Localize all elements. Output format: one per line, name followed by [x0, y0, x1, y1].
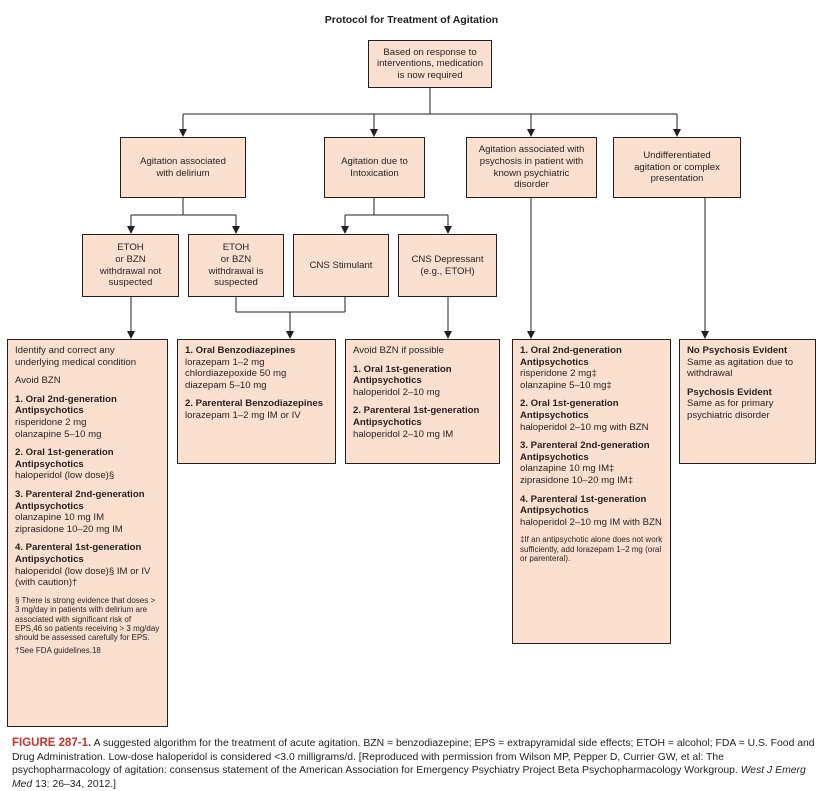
diagram-title: Protocol for Treatment of Agitation — [324, 14, 499, 26]
box1-step2-drug-a: haloperidol (low dose)§ — [15, 470, 115, 482]
box2-step1-heading: 1. Oral Benzodiazepines — [185, 345, 296, 356]
box1-step2-heading: 2. Oral 1st-generation Antipsychotics — [15, 447, 114, 470]
box3-step2-heading: 2. Parenteral 1st-generation Antipsychot… — [353, 405, 480, 428]
box1-step4-drug-a: haloperidol (low dose)§ IM or IV (with c… — [15, 565, 151, 589]
node-withdrawal-suspected: ETOH or BZN withdrawal is suspected — [188, 234, 284, 297]
treatment-box-cns-depressant: Avoid BZN if possible 1. Oral 1st-genera… — [345, 339, 500, 464]
box4-step2-heading: 2. Oral 1st-generation Antipsychotics — [520, 398, 619, 421]
box1-step1-drug-b: olanzapine 5–10 mg — [15, 428, 102, 440]
box2-step2-heading: 2. Parenteral Benzodiazepines — [185, 398, 324, 410]
treatment-box-psychosis: 1. Oral 2nd-generation Antipsychotics ri… — [512, 339, 671, 644]
box4-step3-drug-b: ziprasidone 10–20 mg IM‡ — [520, 474, 634, 486]
box5-no-psychosis-heading: No Psychosis Evident — [687, 345, 788, 356]
node-cns-depressant: CNS Depressant (e.g., ETOH) — [398, 234, 497, 297]
box1-step4-heading: 4. Parenteral 1st-generation Antipsychot… — [15, 542, 142, 565]
node-cns-stimulant: CNS Stimulant — [293, 234, 389, 297]
box1-step1-heading: 1. Oral 2nd-generation Antipsychotics — [15, 393, 117, 417]
box2-step1-drug-c: diazepam 5–10 mg — [185, 379, 267, 391]
box4-step2-drug-a: haloperidol 2–10 mg with BZN — [520, 421, 649, 433]
box4-step1-drug-a: risperidone 2 mg‡ — [520, 368, 597, 380]
box3-intro: Avoid BZN if possible — [353, 345, 445, 356]
box4-step1-heading: 1. Oral 2nd-generation Antipsychotics — [520, 345, 622, 368]
box3-step1-drug-a: haloperidol 2–10 mg — [353, 386, 440, 398]
treatment-box-undifferentiated: No Psychosis Evident Same as agitation d… — [679, 339, 816, 464]
figure-caption: FIGURE 287-1. A suggested algorithm for … — [12, 737, 817, 791]
box3-step2-drug-a: haloperidol 2–10 mg IM — [353, 428, 454, 440]
treatment-box-withdrawal: 1. Oral Benzodiazepines lorazepam 1–2 mg… — [177, 339, 336, 464]
box1-footnote-dagger: †See FDA guidelines.18 — [15, 645, 101, 655]
treatment-box-delirium: Identify and correct any underlying medi… — [7, 339, 168, 727]
box1-footnote-section: § There is strong evidence that doses > … — [15, 595, 160, 643]
caption-citation: 13: 26–34, 2012.] — [35, 778, 116, 790]
node-intoxication: Agitation due to Intoxication — [324, 137, 425, 198]
box4-footnote: ‡If an antipsychotic alone does not work… — [520, 535, 663, 564]
box5-psychosis-text: Same as for primary psychiatric disorder — [687, 398, 774, 421]
box4-step3-heading: 3. Parenteral 2nd-generation Antipsychot… — [520, 440, 650, 463]
box2-step2-drug-a: lorazepam 1–2 mg IM or IV — [185, 409, 301, 421]
box4-step1-drug-b: olanzapine 5–10 mg‡ — [520, 379, 612, 391]
box1-avoid: Avoid BZN — [15, 375, 61, 387]
figure-label: FIGURE 287-1. — [12, 737, 92, 749]
box4-step3-drug-a: olanzapine 10 mg IM‡ — [520, 463, 615, 475]
box4-step4-drug-a: haloperidol 2–10 mg IM with BZN — [520, 516, 662, 528]
box1-step3-drug-b: ziprasidone 10–20 mg IM — [15, 523, 123, 535]
box5-psychosis-heading: Psychosis Evident — [687, 386, 772, 398]
caption-text: A suggested algorithm for the treatment … — [12, 738, 815, 777]
box2-step1-drug-a: lorazepam 1–2 mg — [185, 356, 265, 368]
box3-step1-heading: 1. Oral 1st-generation Antipsychotics — [353, 363, 452, 387]
box1-step1-drug-a: risperidone 2 mg — [15, 416, 87, 428]
node-withdrawal-not-suspected: ETOH or BZN withdrawal not suspected — [82, 234, 179, 297]
box1-step3-drug-a: olanzapine 10 mg IM — [15, 512, 105, 524]
box1-intro: Identify and correct any underlying medi… — [15, 345, 137, 368]
box5-no-psychosis-text: Same as agitation due to withdrawal — [687, 356, 794, 380]
box1-step3-heading: 3. Parenteral 2nd-generation Antipsychot… — [15, 488, 145, 512]
node-undifferentiated: Undifferentiated agitation or complex pr… — [613, 137, 741, 198]
box2-step1-drug-b: chlordiazepoxide 50 mg — [185, 368, 287, 380]
caption-journal: West J Emerg Med — [12, 765, 806, 790]
node-psychosis: Agitation associated with psychosis in p… — [466, 137, 597, 198]
node-delirium: Agitation associated with delirium — [120, 137, 246, 198]
box4-step4-heading: 4. Parenteral 1st-generation Antipsychot… — [520, 493, 647, 517]
node-medication-required: Based on response to interventions, medi… — [368, 40, 492, 88]
